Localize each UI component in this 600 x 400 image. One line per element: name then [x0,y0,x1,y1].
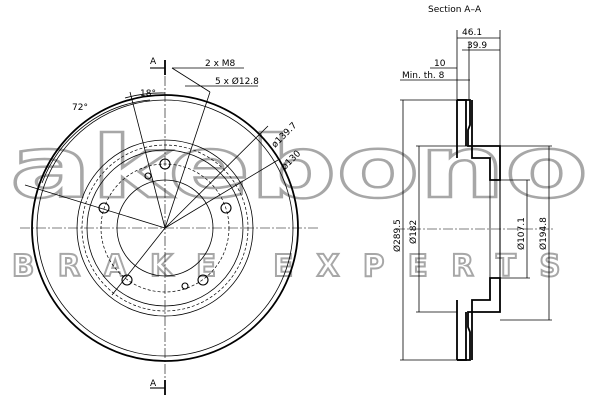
dim-thickness: 10 [434,59,446,69]
bolt-holes [98,158,232,286]
angle-arc-18 [124,92,166,99]
hat-wall [86,149,244,307]
label-thread-holes: 2 x M8 [205,59,236,69]
leader-pcd-small [164,159,279,229]
leader-thread [164,91,211,229]
watermark-brand: akebono [10,118,588,218]
pcd-circle [100,163,230,293]
section-title: Section A–A [428,5,482,15]
label-bolt-holes: 5 x Ø12.8 [215,76,259,87]
bolt-hole [159,158,171,170]
thread-holes [144,172,189,290]
angle-label-18: 18° [140,89,156,99]
disc-profile-inner-lower [457,312,467,361]
leader-pcd-large [164,125,269,229]
thread-hole [144,172,152,180]
dim-min-thickness: Min. th. 8 [402,71,445,81]
section-view: Section A–A 46.1 39.9 10 Min. th. 8 [392,5,555,361]
construction-line [111,227,166,296]
leader-link-thread [171,67,211,93]
disc-outer-edge [31,94,299,362]
angle-arc-72 [41,99,151,184]
disc-profile-inner [457,99,467,146]
disc-outer-chamfer [36,99,294,357]
dim-width-hat: 39.9 [467,41,487,51]
watermark: akebono BRAKE EXPERTS [9,117,590,285]
section-marker-bottom: A [150,379,166,395]
friction-ring-inner [76,139,254,317]
dim-center-diameter: Ø107.1 [516,217,527,250]
center-bore [116,179,214,277]
bolt-hole [121,274,133,286]
dim-hat-diameter: Ø194.8 [538,217,549,250]
front-view: A A 72° 18° 2 x M8 5 x Ø12.8 ø139.7 ø130 [20,57,318,395]
watermark-tagline: BRAKE EXPERTS [12,249,584,284]
section-marker-top: A [150,57,166,75]
disc-profile-lower [457,277,501,361]
angle-ray-18 [129,91,166,229]
bolt-hole [197,274,209,286]
dim-width-total: 46.1 [462,28,482,38]
section-letter: A [150,57,157,67]
angle-ray-72 [24,184,166,229]
section-letter: A [150,379,157,389]
dim-friction-diameter: Ø182 [408,220,419,244]
thread-hole [181,282,189,290]
angle-label-72: 72° [72,103,88,113]
dim-outer-diameter: Ø289.5 [392,219,403,252]
bolt-hole [220,202,232,214]
hat-outline-dashed [81,144,249,312]
